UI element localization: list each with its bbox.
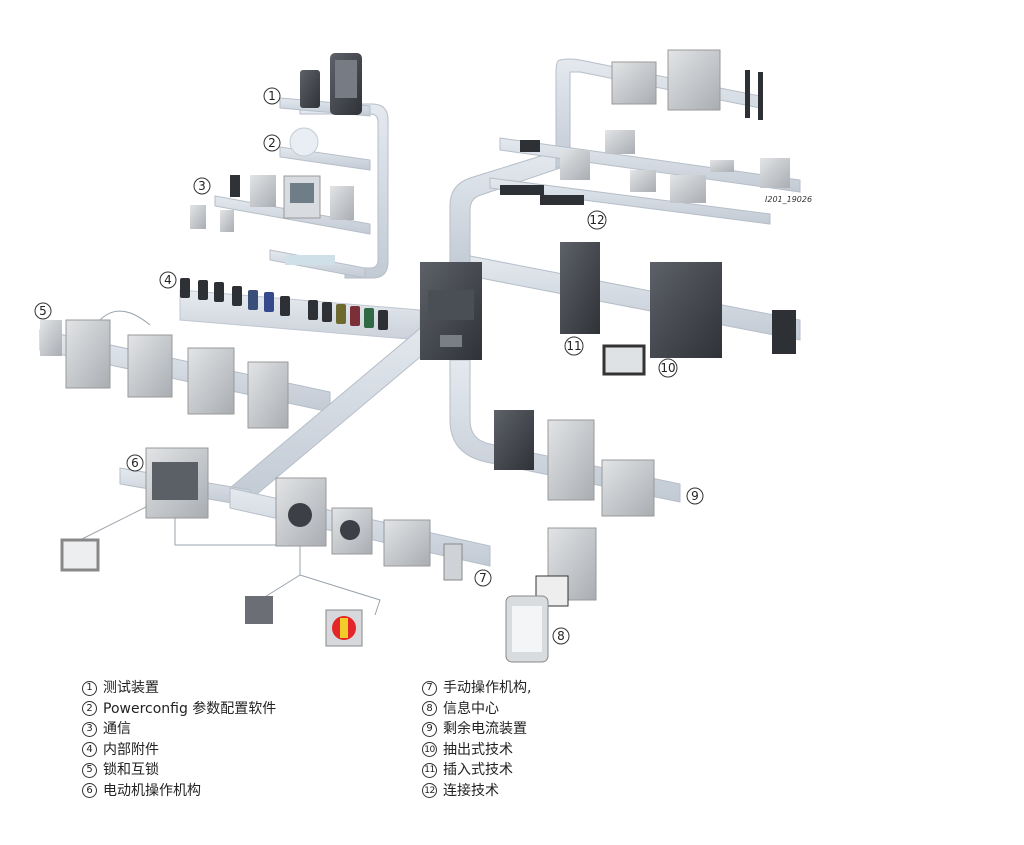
- powerconfig-globe-icon: [289, 127, 319, 157]
- internal-accessories-icon: [180, 278, 388, 330]
- svg-text:12: 12: [589, 213, 604, 227]
- figure-code: I201_19026: [765, 195, 812, 204]
- callout-1: 1: [263, 87, 281, 105]
- communication-modules-icon: [190, 175, 354, 265]
- svg-text:6: 6: [131, 456, 139, 470]
- callout-12: 12: [587, 210, 607, 230]
- svg-text:5: 5: [39, 304, 47, 318]
- locks-interlocks-icon: [40, 319, 289, 429]
- residual-current-device-icon: [494, 410, 655, 517]
- svg-text:7: 7: [479, 571, 487, 585]
- svg-text:3: 3: [198, 179, 206, 193]
- test-device-icon: [300, 53, 362, 115]
- center-circuit-breaker-icon: [420, 262, 482, 360]
- motor-operator-icon: [60, 447, 209, 572]
- svg-text:11: 11: [566, 339, 581, 353]
- information-center-icon: [505, 527, 597, 663]
- svg-text:10: 10: [660, 361, 675, 375]
- callout-11: 11: [564, 336, 584, 356]
- svg-text:2: 2: [268, 136, 276, 150]
- top-breakers-icon: [611, 49, 763, 120]
- callout-3: 3: [193, 177, 211, 195]
- callout-10: 10: [658, 358, 678, 378]
- callout-9: 9: [686, 487, 704, 505]
- callout-5: 5: [34, 302, 52, 320]
- callout-markers: 1 2 3 4 5 6 7 8 9 10 11 12: [34, 87, 704, 645]
- plug-in-technology-icon: [560, 242, 600, 334]
- manual-operator-icon: [245, 477, 463, 647]
- callout-8: 8: [552, 627, 570, 645]
- callout-2: 2: [263, 134, 281, 152]
- withdrawable-technology-icon: [602, 262, 796, 376]
- callout-7: 7: [474, 569, 492, 587]
- callout-6: 6: [126, 454, 144, 472]
- connection-technology-icon: [500, 130, 790, 205]
- svg-text:8: 8: [557, 629, 565, 643]
- svg-text:1: 1: [268, 89, 276, 103]
- svg-text:4: 4: [164, 273, 172, 287]
- callout-4: 4: [159, 271, 177, 289]
- svg-text:9: 9: [691, 489, 699, 503]
